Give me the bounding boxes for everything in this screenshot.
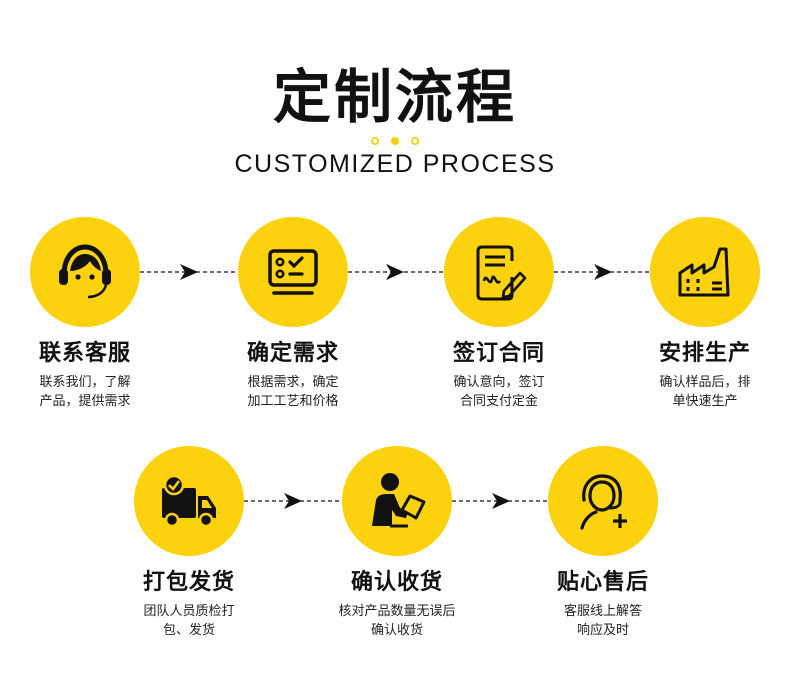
dot-icon (391, 137, 399, 145)
step-title: 安排生产 (658, 341, 751, 366)
step-contact-service: 联系客服 联系我们，了解 产品，提供需求 (10, 217, 160, 411)
step-description: 团队人员质检打 包、发货 (114, 602, 264, 640)
page-subtitle: CUSTOMIZED PROCESS (234, 150, 556, 178)
step-desc-line: 产品，提供需求 (39, 394, 131, 409)
factory-icon (678, 247, 730, 297)
dot-icon (371, 137, 379, 145)
step-confirm-requirements: 确定需求 根据需求，确定 加工工艺和价格 (218, 217, 368, 411)
step-title: 确认收货 (350, 570, 443, 595)
step-arrange-production: 安排生产 确认样品后，排 单快速生产 (630, 217, 780, 411)
step-icon-circle (134, 446, 244, 556)
step-desc-line: 核对产品数量无误后 (338, 604, 456, 619)
page-title: 定制流程 (272, 63, 517, 131)
step-desc-line: 合同支付定金 (459, 394, 538, 409)
step-icon-circle (342, 446, 452, 556)
step-title: 贴心售后 (556, 570, 649, 595)
checklist-monitor-icon (268, 249, 318, 295)
step-desc-line: 单快速生产 (672, 394, 738, 409)
flow-arrow (244, 491, 342, 511)
step-description: 根据需求，确定 加工工艺和价格 (218, 373, 368, 411)
contract-sign-icon (476, 245, 527, 301)
step-title: 联系客服 (38, 341, 131, 366)
step-confirm-receipt: 确认收货 核对产品数量无误后 确认收货 (322, 446, 472, 640)
step-description: 客服线上解答 响应及时 (528, 602, 678, 640)
delivery-truck-icon (162, 474, 216, 528)
step-desc-line: 团队人员质检打 (143, 604, 235, 619)
step-icon-circle (30, 217, 140, 327)
flow-arrow (348, 262, 444, 282)
step-icon-circle (444, 217, 554, 327)
step-desc-line: 响应及时 (576, 623, 629, 638)
step-after-sales: 贴心售后 客服线上解答 响应及时 (528, 446, 678, 640)
step-desc-line: 根据需求，确定 (247, 375, 339, 390)
step-sign-contract: 签订合同 确认意向，签订 合同支付定金 (424, 217, 574, 411)
step-description: 核对产品数量无误后 确认收货 (322, 602, 472, 640)
step-desc-line: 加工工艺和价格 (247, 394, 339, 409)
step-icon-circle (238, 217, 348, 327)
step-title: 签订合同 (452, 341, 545, 366)
step-desc-line: 联系我们，了解 (39, 375, 131, 390)
flow-arrow (140, 262, 238, 282)
flow-arrow (554, 262, 652, 282)
step-icon-circle (548, 446, 658, 556)
step-title: 确定需求 (246, 341, 339, 366)
decorative-dots (0, 137, 790, 145)
step-description: 联系我们，了解 产品，提供需求 (10, 373, 160, 411)
step-desc-line: 确认样品后，排 (659, 375, 751, 390)
person-tablet-icon (372, 473, 426, 528)
support-agent-plus-icon (580, 474, 627, 530)
step-description: 确认样品后，排 单快速生产 (630, 373, 780, 411)
step-description: 确认意向，签订 合同支付定金 (424, 373, 574, 411)
flow-arrow (452, 491, 550, 511)
step-desc-line: 确认意向，签订 (453, 375, 545, 390)
step-icon-circle (650, 217, 760, 327)
step-desc-line: 客服线上解答 (563, 604, 642, 619)
step-pack-ship: 打包发货 团队人员质检打 包、发货 (114, 446, 264, 640)
dot-icon (411, 137, 419, 145)
customer-service-headset-icon (59, 244, 111, 299)
step-desc-line: 确认收货 (370, 623, 423, 638)
step-desc-line: 包、发货 (162, 623, 215, 638)
step-title: 打包发货 (142, 570, 235, 595)
